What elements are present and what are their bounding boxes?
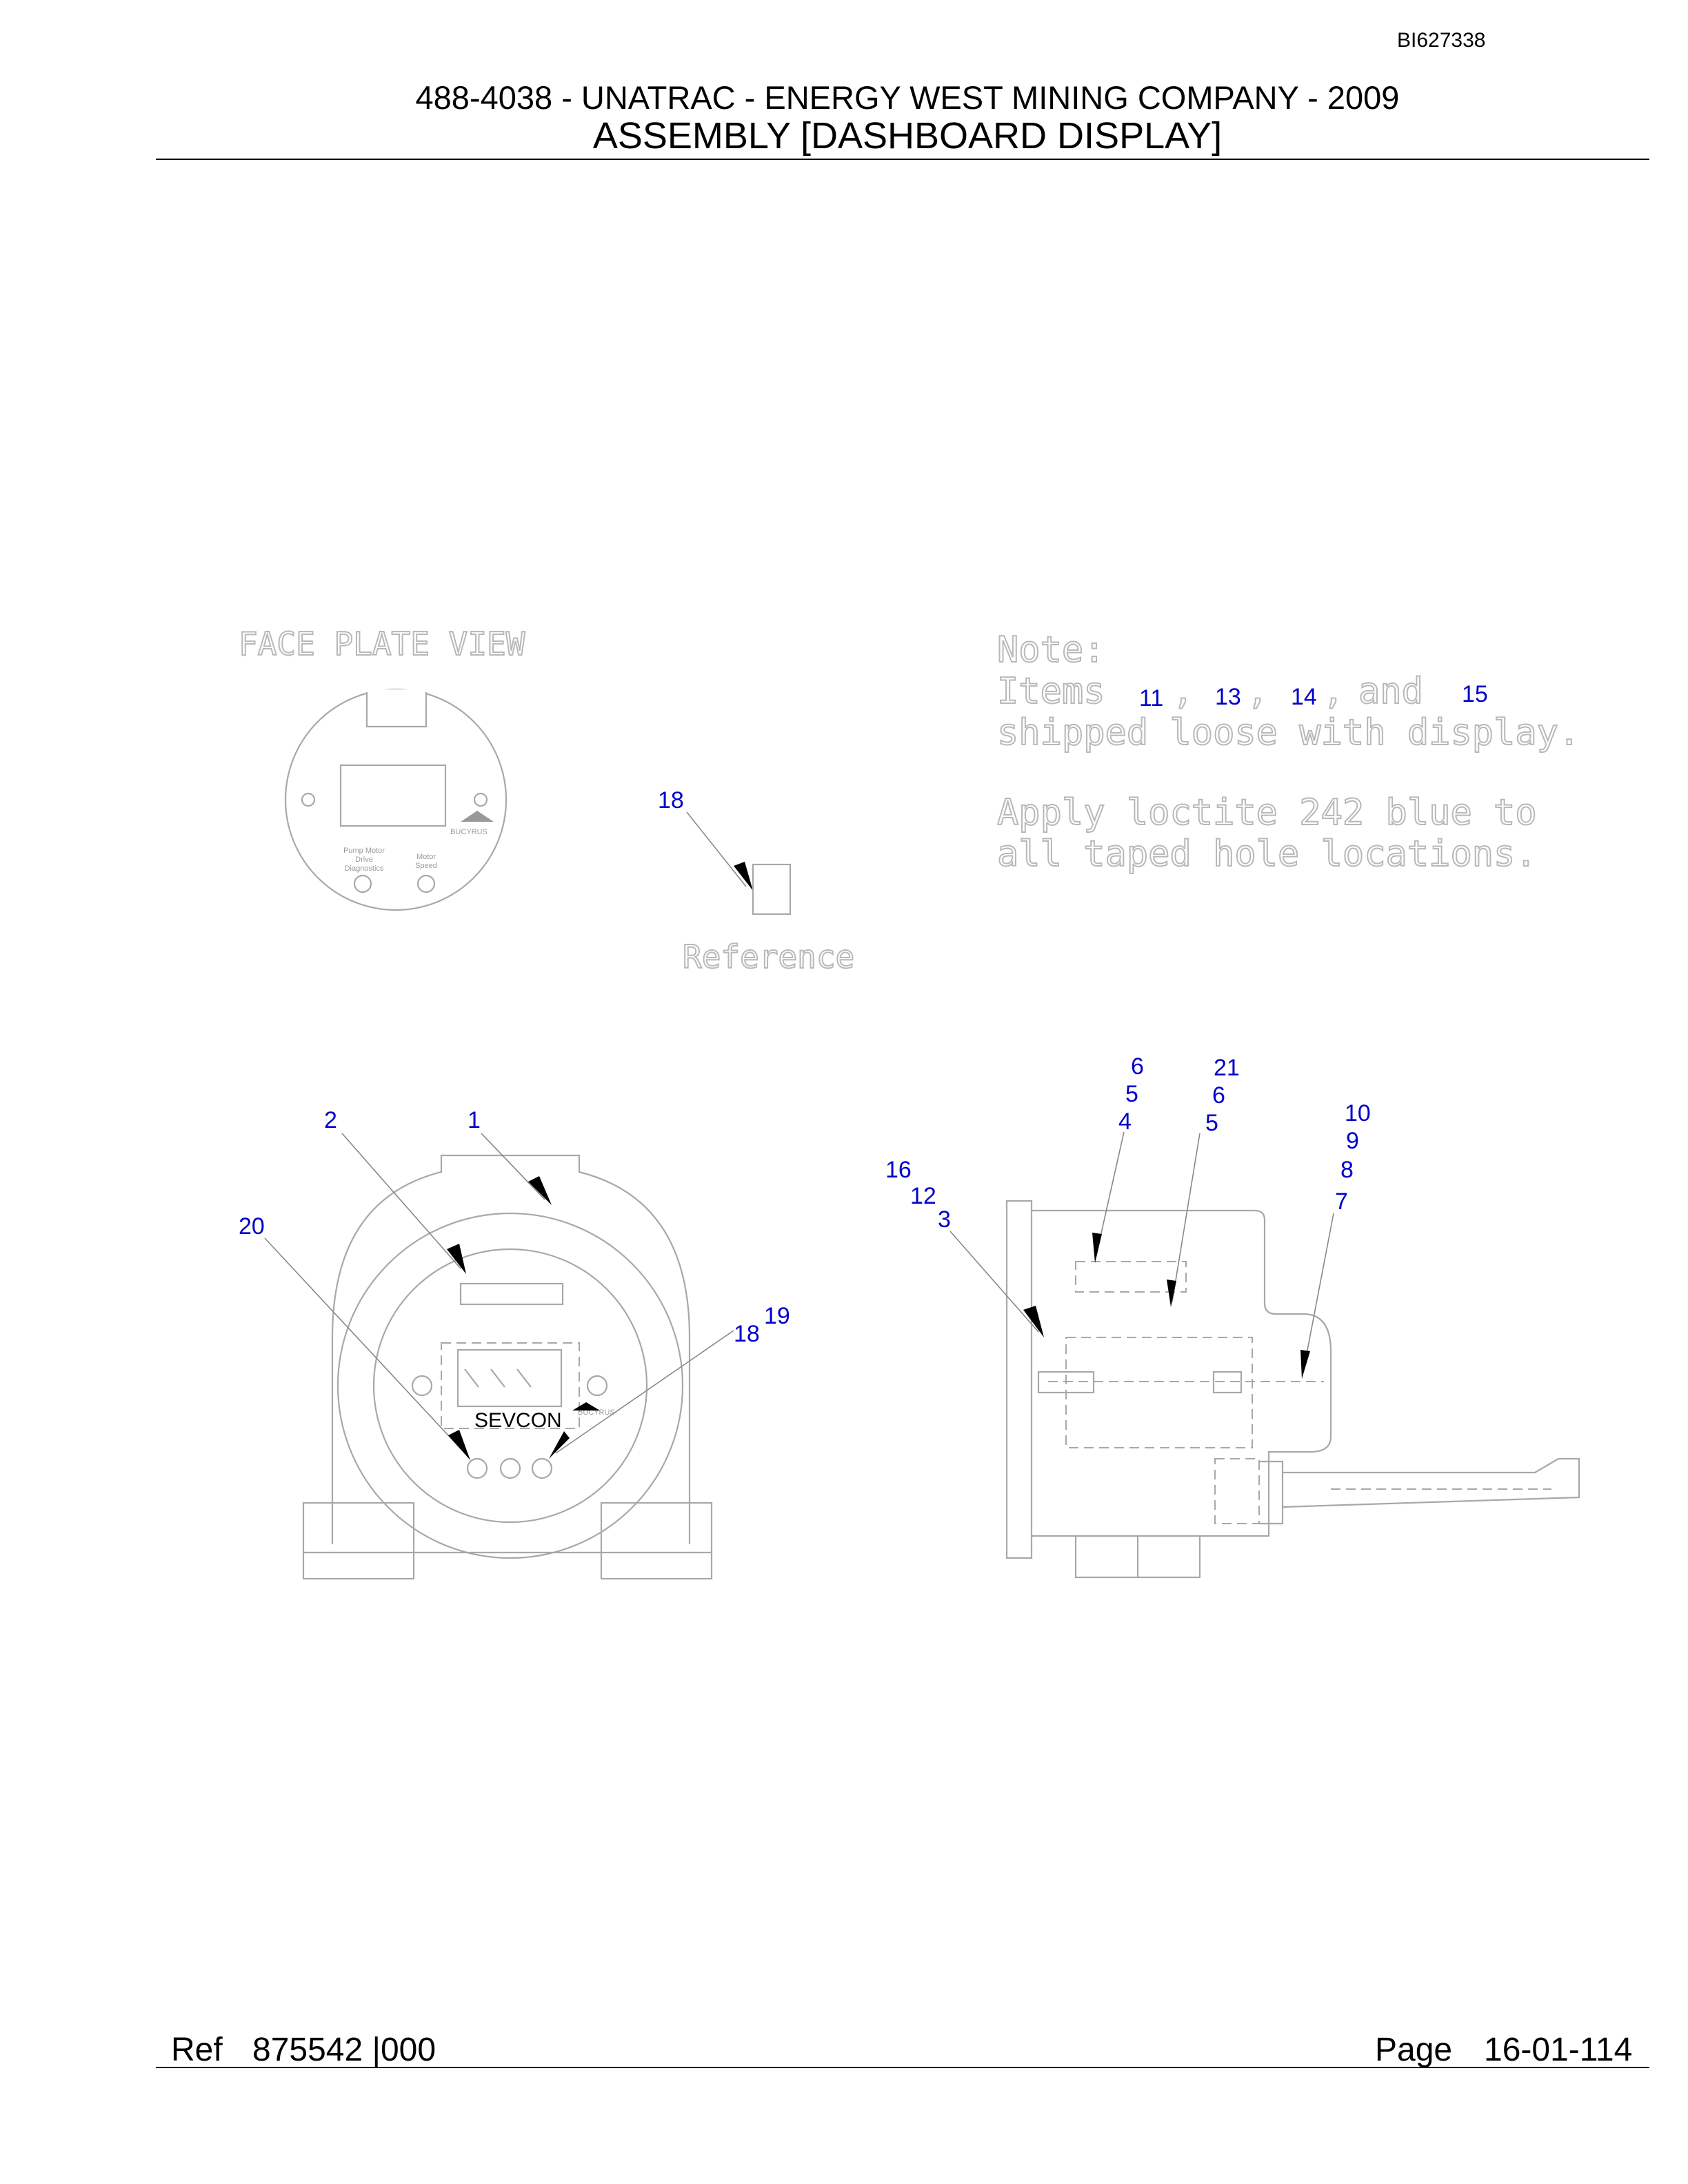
note-heading: Note:: [997, 629, 1105, 671]
svg-text:Speed: Speed: [415, 862, 437, 870]
footer-page-value: 16-01-114: [1484, 2032, 1633, 2068]
side-housing-outline: [1032, 1209, 1332, 1537]
face-plate-label: FACE PLATE VIEW: [239, 625, 525, 663]
bucyrus-logo-front-icon: [572, 1402, 600, 1410]
display-window: [339, 764, 447, 827]
front-housing-outline: [331, 1154, 691, 1544]
note-line3: all taped hole locations.: [997, 833, 1537, 875]
callout-18-front: 18: [734, 1321, 760, 1347]
front-display-screen: [456, 1348, 563, 1408]
front-button-right: [531, 1457, 553, 1479]
callout-19: 19: [764, 1303, 790, 1329]
sevcon-brand: SEVCON: [474, 1409, 562, 1432]
face-plate-brand: BUCYRUS: [450, 828, 488, 836]
screw-hole-right: [473, 792, 488, 807]
note-item-15: 15: [1462, 681, 1488, 707]
svg-text:,: ,: [1323, 671, 1344, 712]
page-title: 488-4038 - UNATRAC - ENERGY WEST MINING …: [415, 79, 1400, 116]
svg-text:,: ,: [1247, 671, 1268, 712]
callout-2: 2: [324, 1107, 337, 1133]
callout-3: 3: [938, 1206, 951, 1233]
callout-10: 10: [1345, 1100, 1371, 1126]
reference-label: Reference: [683, 938, 854, 975]
callout-7: 7: [1335, 1189, 1348, 1215]
side-view: 6 5 4 21 6 5 10 9 8 7 16 12 3: [885, 1053, 1580, 1579]
side-mounting-plate: [1005, 1200, 1033, 1559]
document-id: BI627338: [1397, 29, 1486, 52]
note-item-13: 13: [1215, 684, 1241, 710]
note-line1-suffix: shipped loose with display.: [997, 712, 1580, 754]
footer-divider: [156, 2067, 1649, 2068]
footer-ref-value: 875542 |000: [252, 2032, 436, 2068]
callout-5-left: 5: [1125, 1081, 1138, 1107]
callout-6-right: 6: [1212, 1082, 1225, 1109]
note-item-11: 11: [1139, 685, 1163, 711]
diagnostics-button: [353, 874, 372, 893]
front-outer-ring: [336, 1212, 684, 1559]
callout-1: 1: [468, 1107, 481, 1133]
note-and-word: and: [1358, 671, 1423, 712]
callout-9: 9: [1346, 1128, 1359, 1154]
callout-8: 8: [1340, 1157, 1354, 1183]
front-button-left: [466, 1457, 488, 1479]
note-line1-prefix: Items: [997, 671, 1105, 712]
footer-ref-label: Ref: [171, 2032, 223, 2068]
callout-21: 21: [1214, 1055, 1240, 1081]
svg-text:Drive: Drive: [355, 856, 373, 864]
face-plate-view: FACE PLATE VIEW Pump Motor Drive Diagnos…: [238, 625, 526, 911]
page-subtitle: ASSEMBLY [DASHBOARD DISPLAY]: [592, 115, 1223, 156]
front-bolt-right: [586, 1375, 608, 1397]
callout-12: 12: [910, 1183, 936, 1209]
svg-text:,: ,: [1172, 671, 1194, 712]
screw-hole-left: [301, 792, 316, 807]
front-inner-ring: [372, 1248, 648, 1524]
svg-text:Motor: Motor: [416, 853, 436, 861]
callout-20: 20: [239, 1213, 265, 1240]
bucyrus-logo-icon: [461, 811, 494, 822]
footer-page-label: Page: [1375, 2032, 1453, 2068]
callout-6-left: 6: [1131, 1053, 1144, 1080]
callout-18-reference: 18: [658, 787, 684, 813]
callout-4: 4: [1118, 1109, 1132, 1135]
header-divider: [156, 159, 1649, 160]
reference-item: 18 Reference: [658, 787, 855, 976]
front-display-module: [441, 1342, 580, 1429]
note-line2: Apply loctite 242 blue to: [997, 792, 1537, 833]
side-cable: [1282, 1457, 1580, 1508]
svg-text:Diagnostics: Diagnostics: [345, 865, 384, 873]
callout-16: 16: [885, 1157, 912, 1183]
reference-part: [752, 863, 792, 916]
note-block: Note: Items 11 , 13 , 14 , and 15 shippe…: [996, 629, 1580, 876]
svg-text:Pump Motor: Pump Motor: [343, 847, 385, 855]
motor-speed-button: [416, 874, 436, 893]
front-view: SEVCON BUCYRUS 2 1 20 19 18: [239, 1107, 790, 1580]
front-bolt-left: [411, 1375, 433, 1397]
note-item-14: 14: [1291, 684, 1317, 710]
front-button-center: [499, 1457, 521, 1479]
callout-5-right: 5: [1205, 1110, 1218, 1136]
